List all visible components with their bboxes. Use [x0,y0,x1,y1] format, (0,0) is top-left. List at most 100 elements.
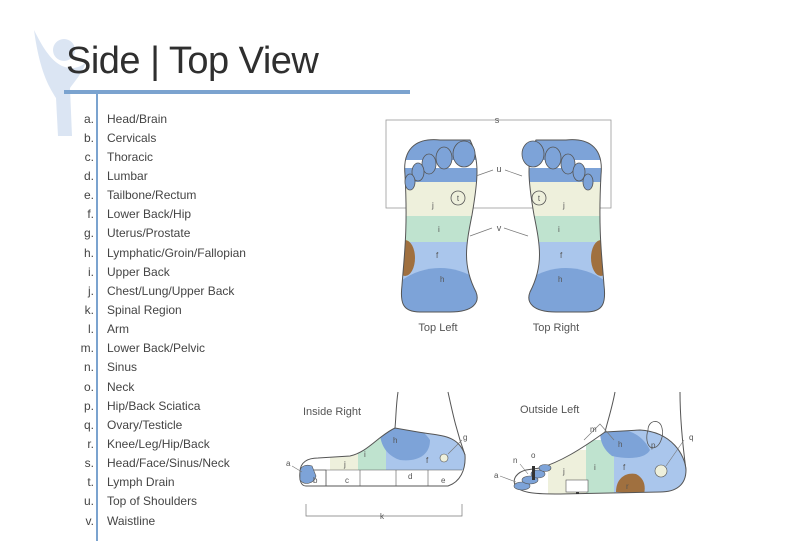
legend-list: a.Head/Brain b. Cervicals c.Thoracic d. Lu… [78,109,246,530]
legend-item: i. Upper Back [78,262,246,281]
marker-c: c [345,476,349,485]
zone-i [401,216,478,242]
legend-text: Neck [107,379,135,394]
marker-u: u [496,164,501,174]
small-toe [404,173,416,191]
legend-letter: i. [88,264,94,279]
zone-h [401,268,478,312]
marker-h: h [393,436,397,445]
legend-item: q.Ovary/Testicle [78,415,246,434]
legend-text: Chest/Lung/Upper Back [107,283,235,298]
zone-a [299,464,317,484]
legend-text: Lymphatic/Groin/Fallopian [107,245,246,260]
marker-j: j [431,201,434,210]
legend-text: Uterus/Prostate [107,226,191,241]
legend-item: j. Chest/Lung/Upper Back [78,281,246,300]
marker-p: p [651,441,656,450]
marker-h: h [440,275,444,284]
marker-a: a [494,471,499,480]
legend-letter: e. [83,188,94,203]
legend-text: Sinus [107,360,138,375]
marker-k: k [380,512,385,521]
legend-text: Waistline [107,513,156,528]
legend-letter: f. [87,207,94,222]
legend-letter: n. [83,360,94,375]
legend-text: Lumbar [107,168,148,183]
legend-text: Upper Back [107,264,170,279]
legend-item: r. Knee/Leg/Hip/Back [78,434,246,453]
toe [435,146,453,170]
legend-letter: u. [83,494,94,509]
marker-h: h [618,440,622,449]
page-title: Side | Top View [66,40,319,82]
legend-item: v. Waistline [78,511,246,530]
legend-letter: t. [87,475,94,490]
marker-i: i [438,225,440,234]
lymph-drain-circle [450,190,466,206]
small-toe [582,173,594,191]
legend-letter: b. [83,130,94,145]
zone-h [528,268,605,312]
legend-text: Head/Brain [107,111,168,126]
leg-outline [394,391,466,456]
foot-top-left: s t j i f h Top Left [385,115,612,334]
figure-logo [34,30,86,136]
marker-o: o [531,451,536,460]
lymph-drain-circle [531,190,547,206]
marker-f: f [426,456,429,465]
caption-top-left: Top Left [418,322,457,334]
legend-item: e.Tailbone/Rectum [78,186,246,205]
marker-v: v [497,223,502,233]
legend-item: b. Cervicals [78,128,246,147]
marker-f: f [436,251,439,260]
legend-text: Ovary/Testicle [107,417,183,432]
zone-g [439,453,449,463]
zone-h [600,430,650,458]
marker-f: f [560,251,563,260]
legend-letter: v. [85,513,94,528]
legend-item: g. Uterus/Prostate [78,224,246,243]
marker-b: b [313,476,318,485]
zone-h [380,428,430,461]
title-underline [64,90,410,94]
legend-text: Thoracic [107,149,154,164]
marker-h: h [558,275,562,284]
toe [560,153,576,175]
zone-l-box [565,479,589,493]
legend-text: Knee/Leg/Hip/Back [107,436,210,451]
marker-r: r [626,482,629,491]
legend-item: a.Head/Brain [78,109,246,128]
legend-text: Arm [107,322,129,337]
legend-text: Cervicals [107,130,157,145]
legend-item: c.Thoracic [78,147,246,166]
zone-i [528,216,605,242]
marker-i: i [594,463,596,472]
zone-r [401,240,415,276]
marker-d: d [408,472,412,481]
legend-letter: g. [83,226,94,241]
zone-p [646,421,663,449]
caption-inside-right: Inside Right [303,406,361,418]
leader-lines-top [469,169,529,237]
legend-item: t.Lymph Drain [78,473,246,492]
legend-letter: r. [87,436,94,451]
legend-item: d. Lumbar [78,166,246,185]
legend-letter: h. [83,245,94,260]
legend-item: s. Head/Face/Sinus/Neck [78,454,246,473]
caption-top-right: Top Right [533,322,579,334]
legend-letter: d. [83,168,94,183]
legend-letter: s. [84,456,94,471]
legend-item: l.Arm [78,320,246,339]
legend-letter: j. [88,283,94,298]
big-toe [521,140,545,168]
marker-j: j [562,467,565,476]
spinal-bracket [305,504,463,517]
marker-j: j [343,460,346,469]
legend-divider [96,94,98,541]
legend-text: Head/Face/Sinus/Neck [107,456,230,471]
marker-q: q [689,433,693,442]
legend-text: Lower Back/Hip [107,207,192,222]
marker-i: i [558,225,560,234]
legend-item: f. Lower Back/Hip [78,205,246,224]
